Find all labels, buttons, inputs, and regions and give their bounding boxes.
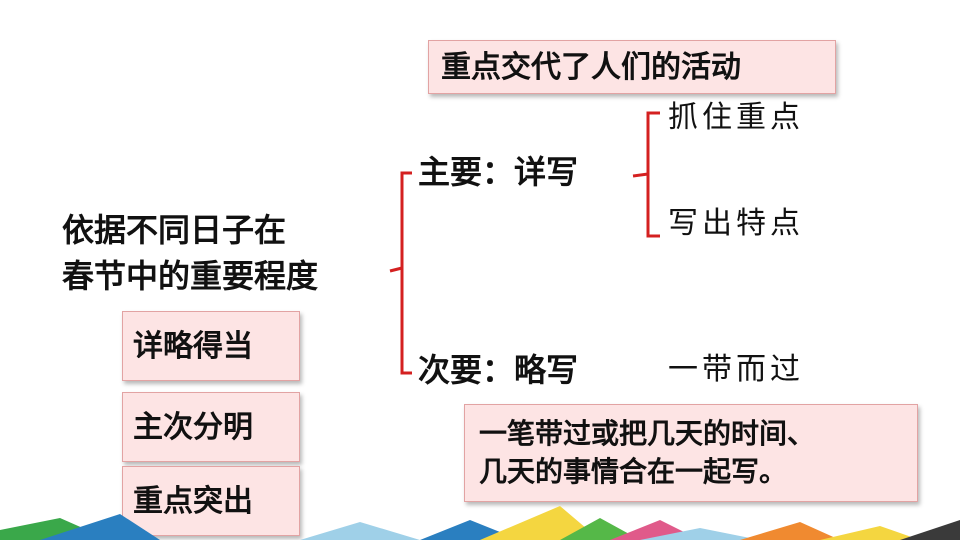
ribbon-shape — [480, 506, 600, 540]
root-line-1: 依据不同日子在 — [62, 211, 287, 249]
principle-text: 重点突出 — [133, 484, 253, 519]
primary-sub-2: 写出特点 — [668, 206, 804, 241]
secondary-note: 一带而过 — [668, 352, 804, 387]
ribbon-shape — [560, 518, 640, 540]
principle-text: 主次分明 — [133, 410, 253, 445]
secondary-label: 次要：略写 — [418, 351, 579, 389]
main-bracket — [400, 171, 412, 375]
ribbon-shape — [900, 520, 960, 540]
secondary-detail-box: 一笔带过或把几天的时间、 几天的事情合在一起写。 — [464, 404, 918, 502]
sub-bracket — [646, 111, 660, 238]
main-bracket-stem — [389, 266, 403, 273]
decorative-ribbon — [0, 506, 960, 540]
sub-bracket-stem — [632, 172, 649, 178]
ribbon-shape — [40, 514, 160, 540]
primary-label: 主要：详写 — [418, 153, 579, 191]
detail-line-1: 一笔带过或把几天的时间、 — [479, 417, 816, 450]
detail-line-2: 几天的事情合在一起写。 — [479, 455, 788, 488]
top-note-box: 重点交代了人们的活动 — [428, 40, 836, 94]
top-note-text: 重点交代了人们的活动 — [441, 50, 741, 85]
ribbon-shape — [740, 522, 840, 540]
root-line-2: 春节中的重要程度 — [62, 257, 319, 295]
ribbon-shape — [820, 526, 920, 540]
primary-sub-1: 抓住重点 — [668, 100, 804, 135]
ribbon-shape — [300, 522, 420, 540]
principle-text: 详略得当 — [133, 329, 253, 364]
principle-box-3: 重点突出 — [122, 466, 300, 536]
ribbon-shape — [640, 528, 760, 540]
principle-box-2: 主次分明 — [122, 392, 300, 462]
principle-box-1: 详略得当 — [122, 311, 300, 381]
